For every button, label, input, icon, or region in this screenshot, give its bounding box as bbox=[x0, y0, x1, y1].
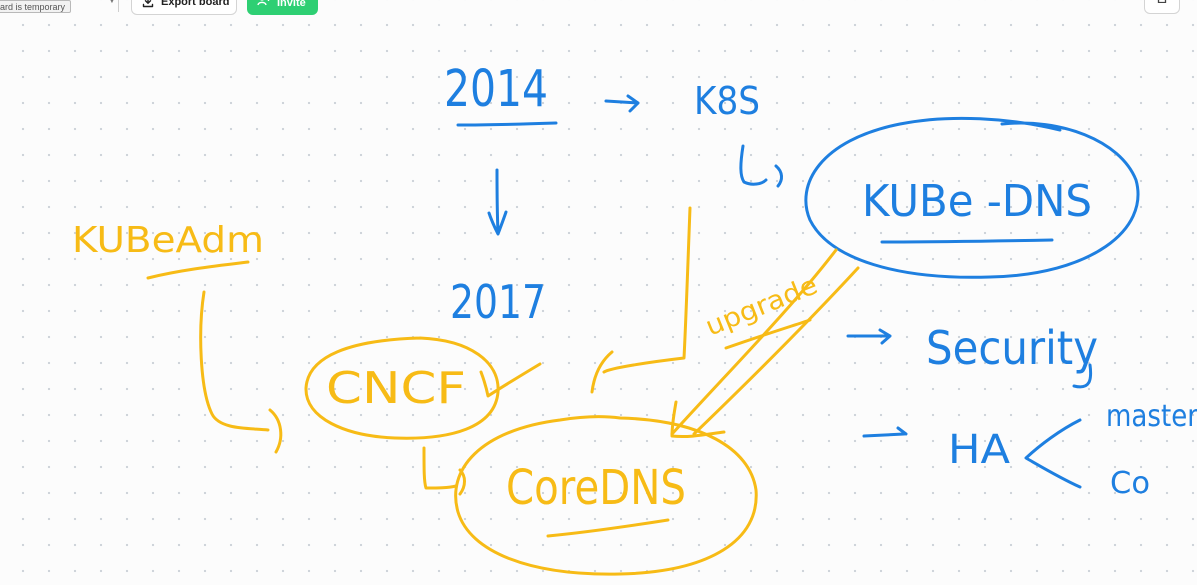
board-toolbar: ard is temporary ▼ Export board Invite bbox=[0, 0, 1197, 16]
coredns-underline bbox=[546, 518, 670, 538]
download-icon bbox=[142, 0, 154, 8]
kube-dns-underline bbox=[880, 238, 1054, 244]
kubeadm-label: KUBeAdm bbox=[72, 220, 264, 261]
invite-label: Invite bbox=[277, 0, 306, 9]
cncf-ellipse bbox=[304, 336, 500, 440]
ha-branch bbox=[1024, 418, 1082, 489]
year-2014-label: 2014 bbox=[444, 59, 548, 118]
coredns-label: CoreDNS bbox=[506, 460, 686, 516]
cncf-to-coredns-line bbox=[422, 446, 458, 490]
upgrade-arrow-line bbox=[692, 266, 860, 436]
year-2014-underline bbox=[456, 121, 558, 127]
temporary-board-badge: ard is temporary bbox=[0, 0, 72, 13]
export-board-label: Export board bbox=[161, 0, 230, 8]
upgrade-arrow-line bbox=[670, 248, 838, 436]
kubeadm-connector-paren bbox=[268, 408, 283, 454]
blue-sketch-group: 2014 K8S KUBe -DNS 2017 Security HA mast… bbox=[444, 59, 1197, 501]
cncf-tick bbox=[479, 362, 542, 398]
k8s-bracket-paren bbox=[774, 164, 783, 188]
branch-top-label: master bbox=[1106, 399, 1197, 434]
kubeadm-to-cncf-line bbox=[199, 290, 270, 432]
k8s-label: K8S bbox=[694, 79, 760, 123]
toolbar-divider bbox=[118, 0, 119, 12]
arrow-right-icon bbox=[604, 94, 640, 113]
upgrade-strike bbox=[724, 318, 812, 350]
cncf-label: CNCF bbox=[326, 363, 466, 414]
ha-label: HA bbox=[948, 427, 1011, 473]
coredns-ellipse bbox=[454, 415, 758, 576]
arrow-right-icon bbox=[846, 328, 892, 345]
kubeadm-underline bbox=[146, 260, 250, 280]
add-person-icon bbox=[257, 0, 271, 9]
arrow-down-icon bbox=[487, 168, 508, 236]
kube-dns-ellipse bbox=[804, 116, 1140, 279]
gold-sketch-group: KUBeAdm CNCF CoreDNS upgrade bbox=[72, 206, 860, 576]
invite-button[interactable]: Invite bbox=[247, 0, 318, 15]
security-tail bbox=[1072, 363, 1093, 389]
security-label: Security bbox=[926, 321, 1098, 375]
k8s-to-coredns-line bbox=[602, 206, 692, 374]
branch-bottom-label: Co bbox=[1110, 466, 1150, 501]
upgrade-arrow-head-icon bbox=[670, 400, 726, 438]
home-button[interactable] bbox=[1144, 0, 1180, 14]
upgrade-label: upgrade bbox=[701, 270, 822, 342]
export-board-button[interactable]: Export board bbox=[131, 0, 237, 15]
chevron-down-icon[interactable]: ▼ bbox=[108, 0, 116, 5]
kube-dns-label: KUBe -DNS bbox=[862, 176, 1092, 227]
arrow-right-icon bbox=[862, 426, 908, 438]
year-2017-label: 2017 bbox=[450, 275, 546, 329]
home-icon bbox=[1156, 0, 1168, 8]
k8s-bracket bbox=[739, 144, 768, 186]
k8s-line-hook bbox=[590, 350, 614, 394]
